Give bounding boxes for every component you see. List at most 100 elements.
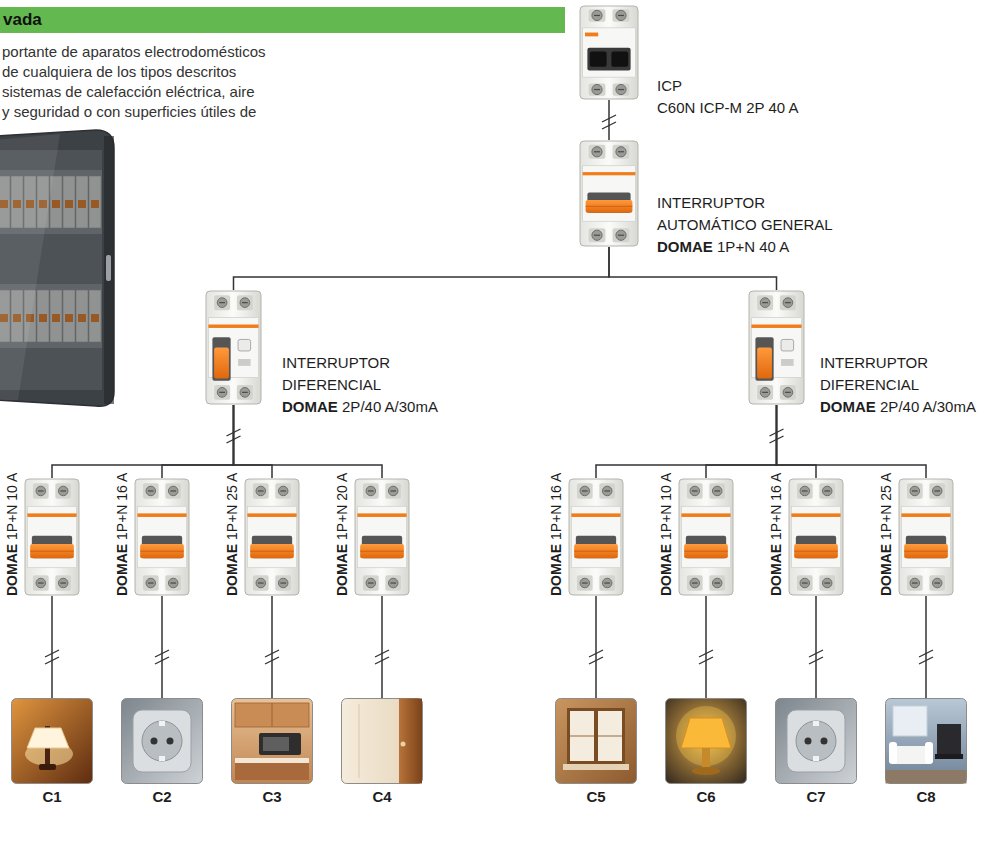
circuit-breaker-symbol-part (168, 578, 178, 588)
circuit-breaker-symbol-part (797, 575, 813, 590)
device-rating: 1P+N 10 A (658, 473, 674, 540)
differential-switch-symbol (748, 290, 805, 405)
device-rating: 2P/40 A/30mA (342, 398, 438, 415)
circuit-breaker-symbol-part (684, 544, 728, 558)
differential-switch: INTERRUPTOR DIFERENCIAL DOMAE2P/40 A/30mA (205, 290, 467, 418)
circuit-breaker-symbol-part (687, 483, 703, 498)
wire (234, 405, 383, 478)
load-picture-part (925, 742, 933, 764)
circuit-breaker-symbol-part (366, 578, 376, 588)
differential-switch-symbol-part (206, 291, 261, 404)
circuit-breaker-symbol-part (388, 486, 398, 496)
circuit-breaker-symbol-part (165, 483, 181, 498)
brand-name: DOMAE (878, 544, 894, 596)
differential-switch-symbol-part (783, 388, 793, 398)
circuit-breaker-symbol-part (679, 479, 733, 595)
load-picture-part (39, 764, 56, 770)
conductor-mark-part (770, 436, 784, 443)
caption-line: DOMAE2P/40 A/30mA (282, 396, 467, 418)
circuit-breaker-symbol-part (135, 479, 189, 595)
circuit-breaker-symbol-part (275, 483, 291, 498)
circuit-breaker-symbol-part (910, 578, 920, 588)
circuit-breaker-symbol-part (250, 551, 294, 552)
circuit-breaker-symbol-part (38, 490, 44, 491)
circuit-breaker-symbol-part (574, 551, 618, 552)
conductor-mark (809, 650, 823, 664)
load-picture (665, 698, 747, 784)
circuit-breaker-symbol-part (690, 578, 700, 588)
paragraph-line: de cualquiera de los tipos descritos (2, 62, 236, 82)
differential-switch-symbol-part (242, 302, 248, 303)
circuit-breaker-symbol-part (360, 551, 404, 552)
circuit-breaker-symbol-part (602, 486, 612, 496)
circuit-breaker-symbol-part (907, 575, 923, 590)
load-picture-part (27, 728, 69, 748)
caption-line: C60N ICP-M 2P 40 A (657, 97, 847, 119)
main-breaker-symbol (579, 140, 639, 247)
circuit-breaker-symbol (24, 478, 80, 596)
differential-switch-symbol-part (212, 337, 230, 381)
circuit-breaker-symbol-part (582, 582, 588, 583)
circuit-breaker-symbol-part (245, 479, 299, 595)
load-picture-part (167, 738, 174, 745)
main-breaker-symbol-part (583, 166, 636, 222)
circuit-breaker-symbol-part (165, 575, 181, 590)
circuit-breaker-symbol-part (143, 575, 159, 590)
wire (234, 247, 610, 290)
circuit-breaker-symbol-part (253, 483, 269, 498)
conductor-mark-part (227, 436, 241, 443)
device-caption: DOMAE1P+N 10 A (3, 473, 21, 596)
device-caption: DOMAE1P+N 16 A (767, 473, 785, 596)
load-picture-part (598, 735, 622, 737)
circuit-breaker-symbol-part (824, 490, 830, 491)
circuit-load-icon: C8 (885, 698, 967, 806)
differential-switch-symbol-part (214, 348, 229, 379)
circuit-breaker-symbol-part (278, 486, 288, 496)
circuit-breaker-symbol-part (604, 582, 610, 583)
circuit-label: C8 (885, 788, 967, 806)
circuit-breaker-symbol-part (580, 486, 590, 496)
circuit-breaker-symbol-part (355, 479, 409, 595)
circuit-breaker-symbol-part (819, 575, 835, 590)
circuit-label: C5 (555, 788, 637, 806)
conductor-mark-part (155, 650, 169, 657)
device-name: INTERRUPTOR DIFERENCIAL (820, 354, 928, 393)
circuit-breaker-symbol-part (27, 513, 76, 517)
circuit-breaker-symbol-part (250, 544, 294, 558)
main-breaker-symbol-part (616, 230, 626, 240)
main-breaker-symbol-part (613, 145, 630, 159)
circuit-label: C6 (665, 788, 747, 806)
load-picture-part (886, 699, 967, 784)
main-breaker-symbol-part (594, 235, 600, 236)
wire (777, 405, 927, 478)
device-name: INTERRUPTOR DIFERENCIAL (282, 354, 390, 393)
wire (925, 596, 927, 698)
main-breaker-symbol-part (592, 230, 602, 240)
conductor-mark-part (265, 657, 279, 664)
wire (595, 596, 597, 698)
conductor-marks (45, 115, 933, 664)
circuit-label: C4 (341, 788, 423, 806)
device-caption: INTERRUPTOR DIFERENCIALDOMAE2P/40 A/30mA (820, 352, 980, 418)
differential-switch-symbol-part (242, 392, 248, 393)
device-caption: INTERRUPTOR DIFERENCIAL DOMAE2P/40 A/30mA (282, 352, 467, 418)
load-picture-part (567, 708, 625, 764)
circuit-breaker-symbol-part (797, 483, 813, 498)
load-picture (341, 698, 423, 784)
circuit-breaker-symbol-part (33, 575, 49, 590)
load-picture (121, 698, 203, 784)
differential-switch-symbol-part (781, 339, 794, 351)
load-picture-part (570, 735, 594, 737)
icp-breaker: ICPC60N ICP-M 2P 40 A (579, 5, 847, 119)
device-caption: DOMAE1P+N 20 A (333, 473, 351, 596)
circuit-breaker-symbol-part (388, 578, 398, 588)
circuit-breaker-symbol-part (363, 575, 379, 590)
circuit-breaker-symbol-part (824, 582, 830, 583)
circuit-breaker-symbol-part (146, 486, 156, 496)
differential-switch-symbol-part (219, 392, 225, 393)
differential-switch-symbol-part (217, 388, 227, 398)
device-caption: DOMAE1P+N 16 A (113, 473, 131, 596)
wire (161, 596, 163, 698)
circuit-breaker-symbol-part (137, 513, 186, 517)
differential-switch-symbol-part (238, 359, 251, 366)
